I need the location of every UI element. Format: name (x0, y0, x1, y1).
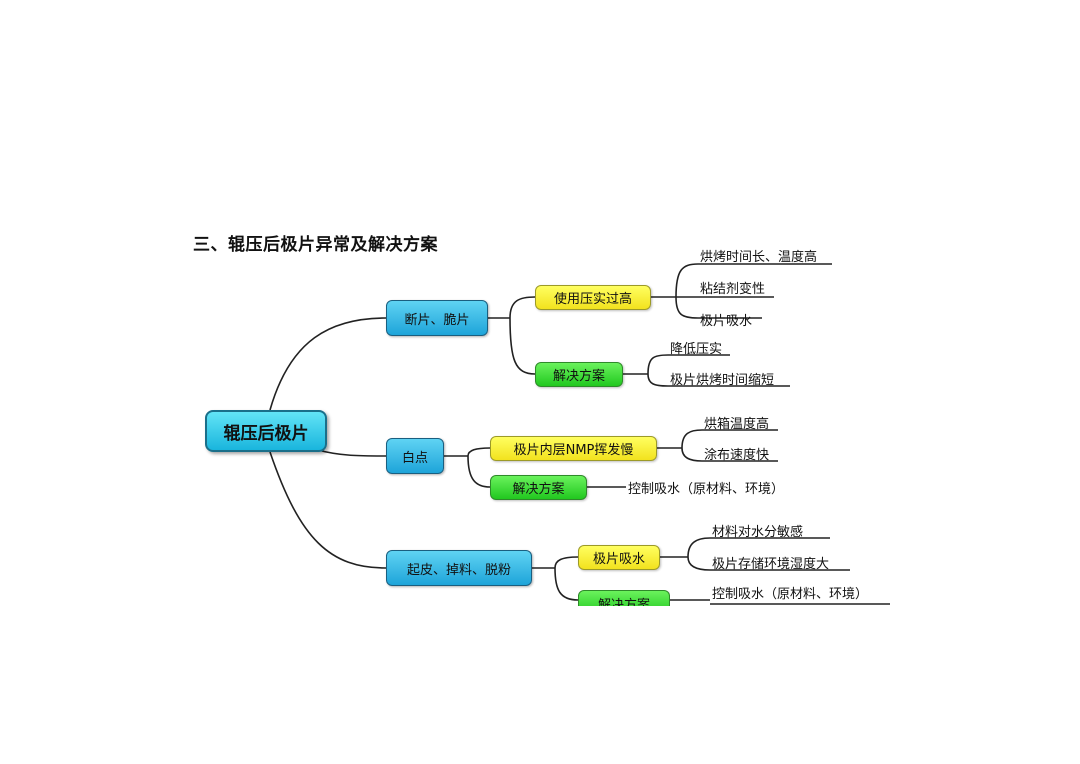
leaf-oven-temp-high: 烘箱温度高 (704, 417, 770, 432)
page-heading: 三、辊压后极片异常及解决方案 (193, 235, 438, 255)
cause-node-nmp-slow: 极片内层NMP挥发慢 (490, 436, 657, 461)
branch-node-white-spot: 白点 (386, 438, 444, 474)
branch-node-fracture: 断片、脆片 (386, 300, 488, 336)
leaf-shorten-baking: 极片烘烤时间缩短 (670, 373, 775, 388)
leaf-baking-long: 烘烤时间长、温度高 (700, 250, 818, 265)
leaf-sheet-moisture: 极片吸水 (700, 314, 753, 329)
cause-node-sheet-moisture: 极片吸水 (578, 545, 660, 570)
branch-node-peeling: 起皮、掉料、脱粉 (386, 550, 532, 586)
leaf-binder-degraded: 粘结剂变性 (700, 282, 766, 297)
leaf-material-sensitive: 材料对水分敏感 (712, 525, 804, 540)
cause-node-compaction-high: 使用压实过高 (535, 285, 651, 310)
leaf-reduce-compaction: 降低压实 (670, 342, 723, 357)
leaf-control-moisture-2: 控制吸水（原材料、环境） (628, 482, 785, 497)
solution-node-3: 解决方案 (578, 590, 670, 606)
solution-node-3-clip: 解决方案 (578, 590, 670, 606)
solution-node-2: 解决方案 (490, 475, 587, 500)
leaf-storage-humidity: 极片存储环境湿度大 (712, 557, 830, 572)
solution-node-1: 解决方案 (535, 362, 623, 387)
leaf-control-moisture-3: 控制吸水（原材料、环境） (712, 587, 869, 602)
leaf-coating-speed-fast: 涂布速度快 (704, 448, 770, 463)
root-node: 辊压后极片 (205, 410, 327, 452)
